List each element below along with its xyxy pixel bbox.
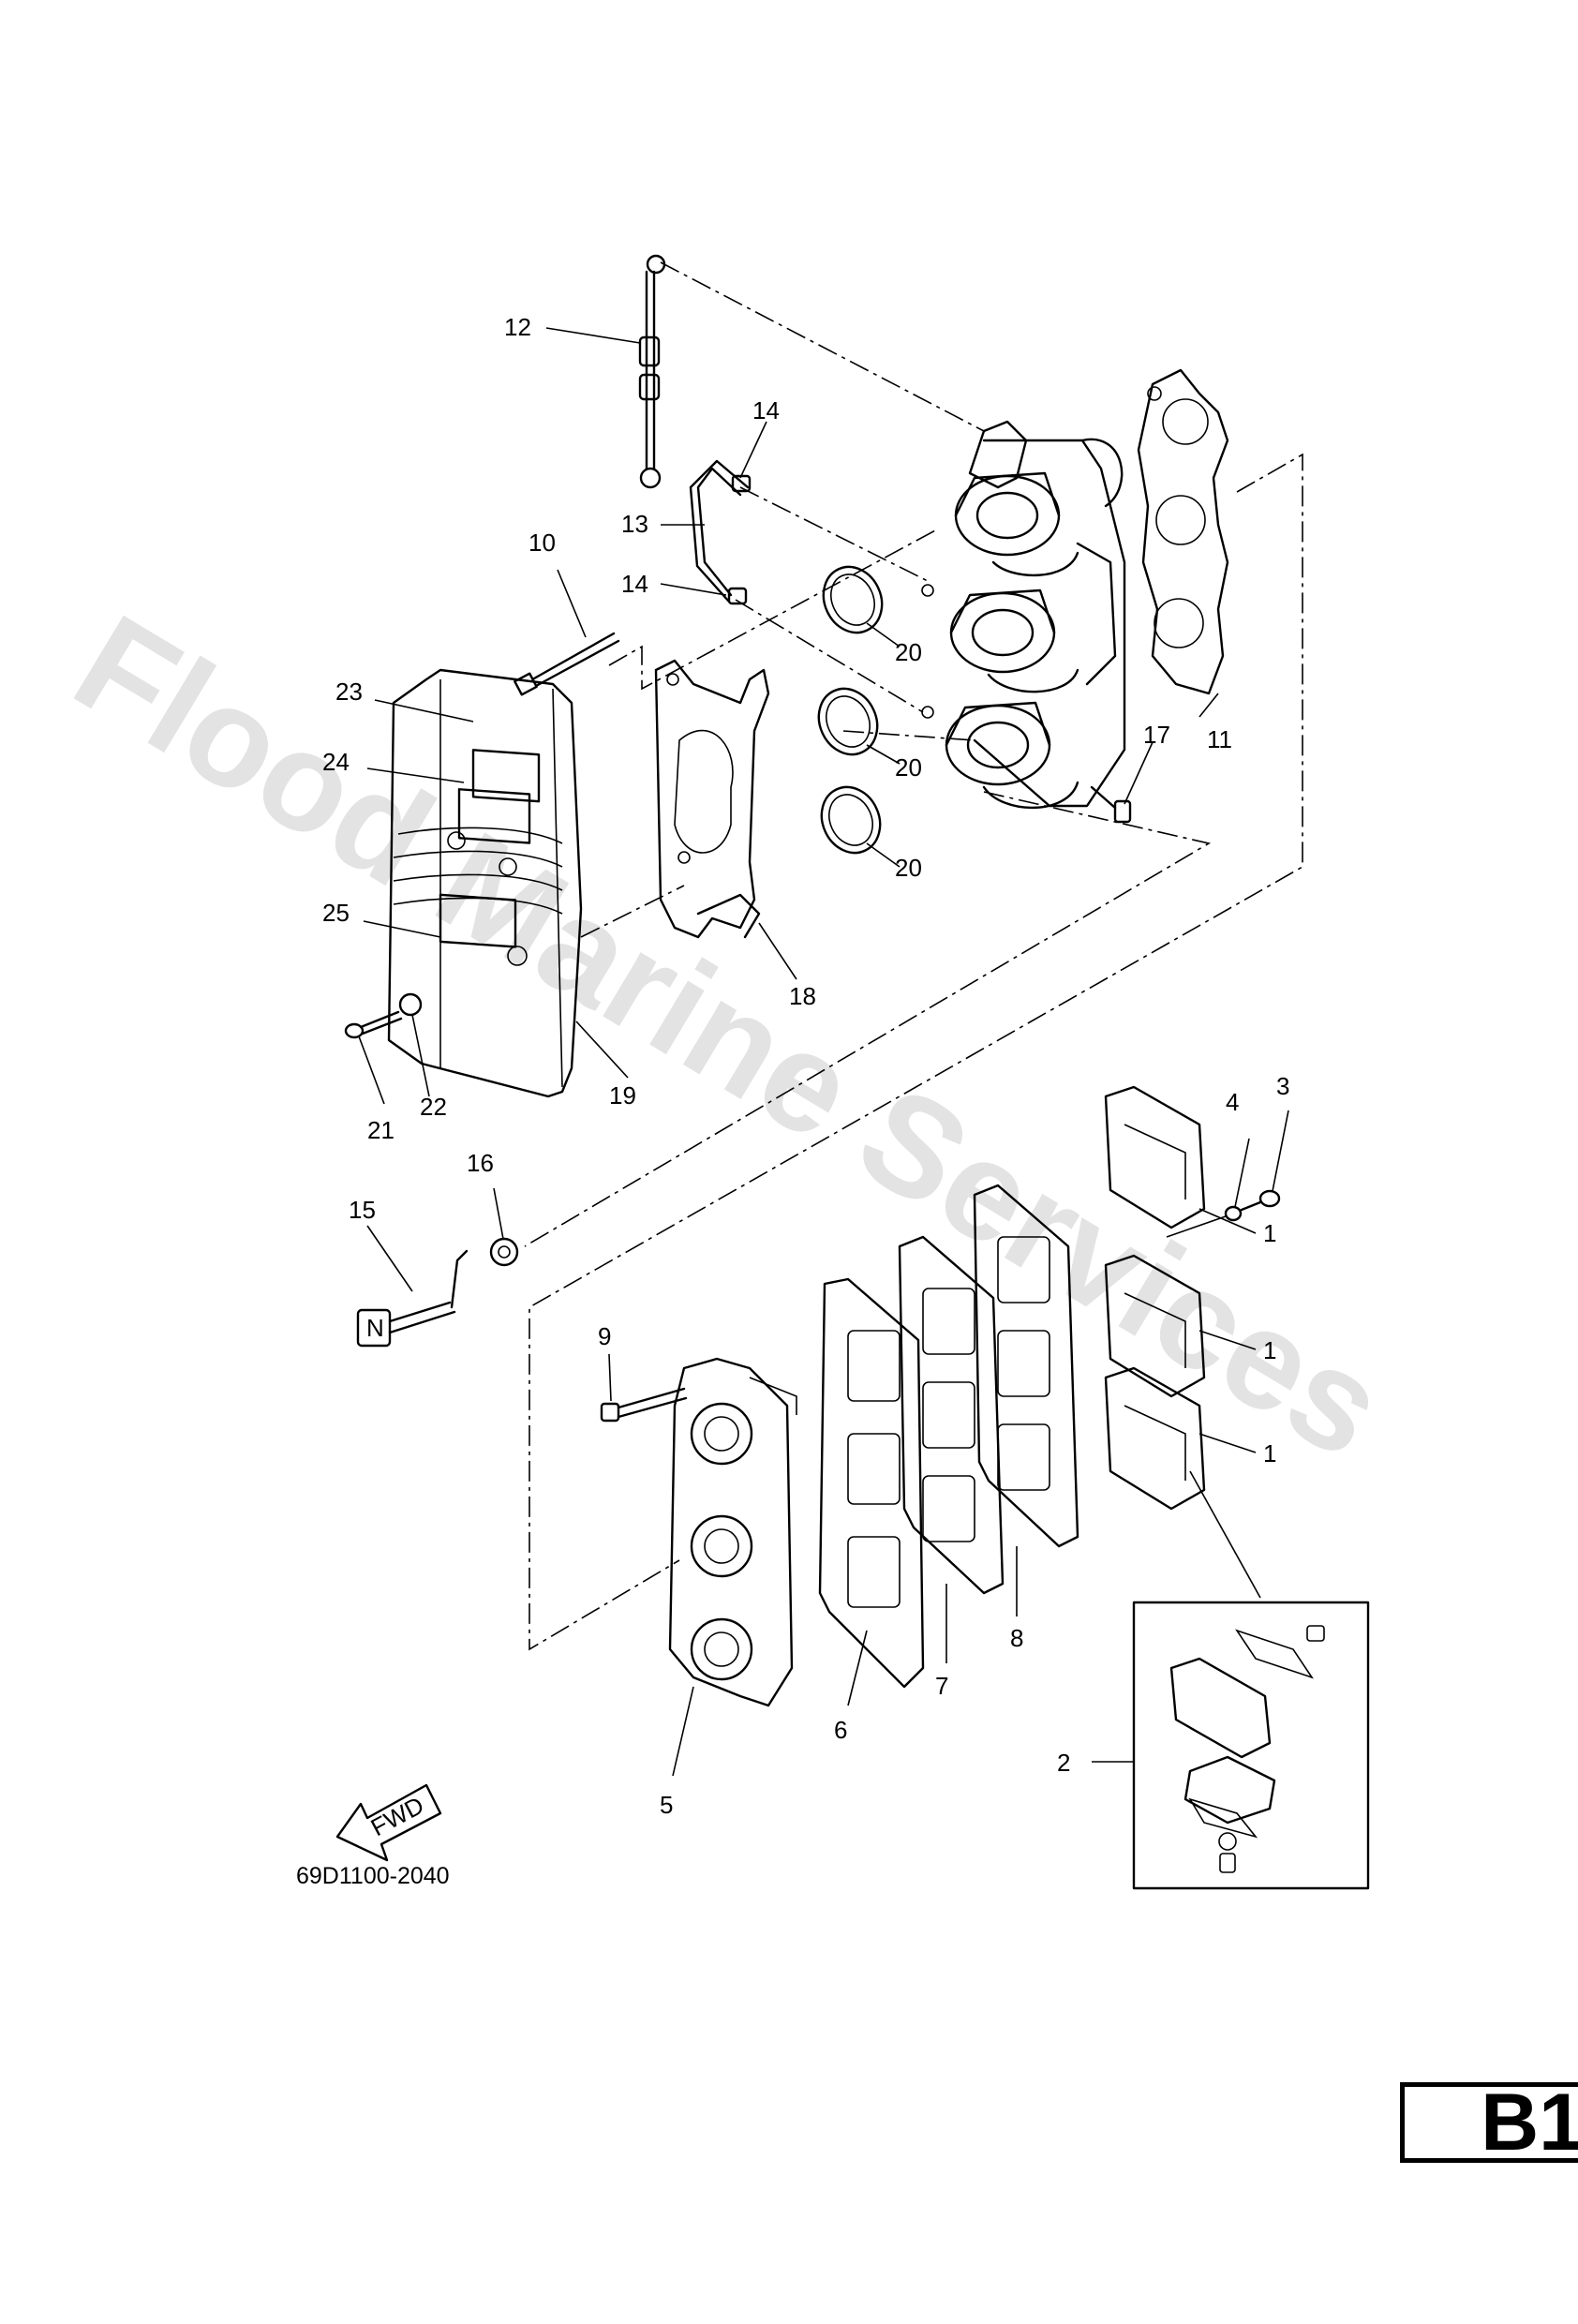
callout-21: 21 <box>367 1116 394 1144</box>
part-10-bolt <box>514 632 620 696</box>
callout-23: 23 <box>335 678 363 706</box>
callout-5: 5 <box>660 1791 673 1819</box>
part-15-knob <box>356 1249 469 1348</box>
callout-13: 13 <box>621 510 648 538</box>
callout-1-lower: 1 <box>1263 1439 1276 1467</box>
callout-20-upper: 20 <box>895 638 922 666</box>
callout-3: 3 <box>1276 1072 1289 1100</box>
callout-14-upper: 14 <box>752 396 780 425</box>
callout-6: 6 <box>834 1716 847 1744</box>
callout-18: 18 <box>789 982 816 1010</box>
callout-1-middle: 1 <box>1263 1336 1276 1364</box>
part-3-screw <box>1240 1189 1281 1212</box>
part-21-screw <box>344 1010 403 1039</box>
fwd-label: FWD <box>366 1791 428 1841</box>
callout-10: 10 <box>528 529 556 557</box>
part-8-gasket <box>973 1184 1079 1548</box>
callout-1-upper: 1 <box>1263 1219 1276 1247</box>
callout-20-lower: 20 <box>895 854 922 882</box>
part-5-manifold <box>668 1357 797 1707</box>
callout-15: 15 <box>349 1196 376 1224</box>
callout-14-lower: 14 <box>621 570 648 598</box>
callout-8: 8 <box>1010 1624 1023 1652</box>
part-16-grommet <box>489 1237 519 1267</box>
part-18-silencer-gasket <box>654 659 770 939</box>
watermark-text: Flood Marine Services <box>51 584 1410 1487</box>
callout-4: 4 <box>1226 1088 1239 1116</box>
callout-17: 17 <box>1143 721 1170 749</box>
page-code: B1 <box>1481 2078 1578 2168</box>
fwd-arrow-icon: FWD <box>335 1783 442 1862</box>
callout-22: 22 <box>420 1093 447 1121</box>
callout-19: 19 <box>609 1081 636 1110</box>
part-12-wire-lead <box>638 254 666 489</box>
part-13-fuel-tube <box>689 459 752 605</box>
leader-lines <box>358 327 1289 1777</box>
callout-7: 7 <box>935 1672 948 1700</box>
callout-11: 11 <box>1207 725 1232 753</box>
callout-20-middle: 20 <box>895 753 922 782</box>
part-1-reed-valves <box>1104 1085 1206 1511</box>
part-22-washer <box>398 992 423 1017</box>
page-code-badge: B1 <box>1400 2082 1578 2163</box>
callout-24: 24 <box>322 748 350 776</box>
carburetor-assembly <box>921 420 1126 810</box>
part-11-gasket <box>1137 368 1229 695</box>
callout-25: 25 <box>322 899 350 927</box>
part-20-o-rings <box>817 565 884 855</box>
assembly-lines <box>524 261 1303 1651</box>
part-4-washer <box>1166 1205 1243 1238</box>
callout-2: 2 <box>1057 1749 1070 1777</box>
watermark: Flood Marine Services <box>51 584 1410 1487</box>
callout-labels: 1 1 1 2 3 4 5 6 7 8 9 10 11 12 13 14 14 … <box>322 313 1289 1819</box>
callout-9: 9 <box>598 1322 611 1350</box>
part-2-reed-valve-detail <box>1132 1601 1370 1890</box>
part-7-gasket <box>898 1235 1005 1595</box>
callout-12: 12 <box>504 313 531 341</box>
part-6-gasket <box>818 1277 925 1689</box>
callout-16: 16 <box>467 1149 494 1177</box>
drawing-code: 69D1100-2040 <box>296 1863 450 1889</box>
n-mark: N <box>366 1314 384 1342</box>
part-9-bolt <box>600 1387 688 1423</box>
part-17-fitting <box>1090 785 1132 824</box>
